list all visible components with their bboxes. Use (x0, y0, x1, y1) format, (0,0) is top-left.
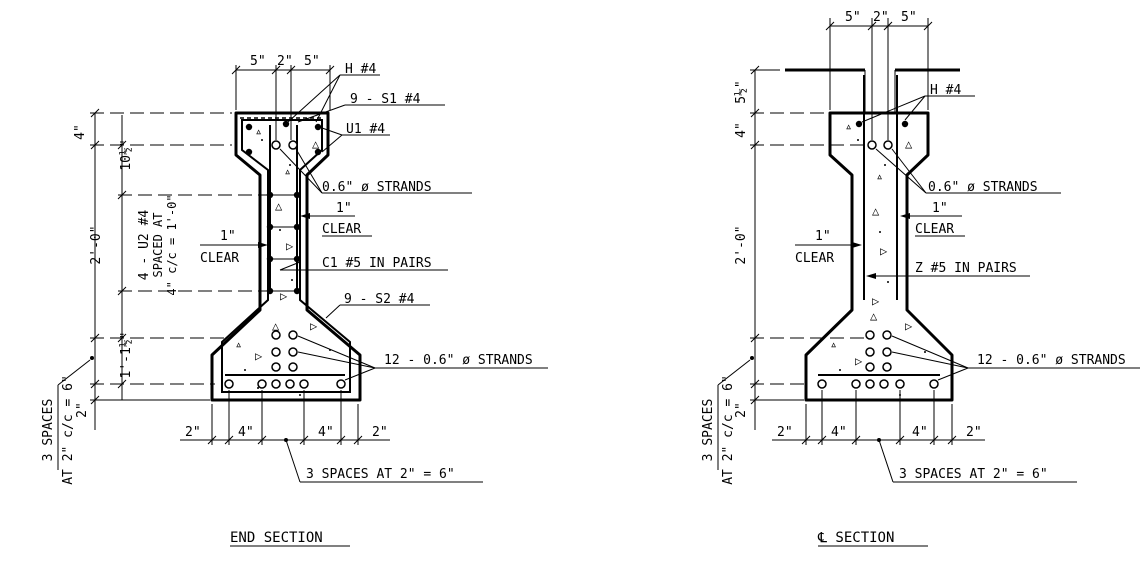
label-u2-2: SPACED AT (151, 212, 165, 277)
svg-text:▷: ▷ (310, 319, 318, 333)
end-section-drawing: ▵ △ ▵ △ ▷ ▷ ▷ ▷ ▵ △ (41, 54, 548, 547)
label-clear-right-1: 1" (932, 201, 948, 216)
label-z-bars: Z #5 IN PAIRS (915, 261, 1017, 276)
svg-text:▷: ▷ (286, 239, 294, 253)
svg-text:▷: ▷ (905, 319, 913, 333)
dim-bottom-3: 4" (318, 425, 334, 440)
dim-left-2ft: 2'-0" (89, 225, 104, 264)
svg-text:▵: ▵ (845, 119, 852, 133)
dim-left-2ft: 2'-0" (734, 225, 749, 264)
svg-text:▷: ▷ (855, 354, 863, 368)
dim-bottom-1: 2" (185, 425, 201, 440)
svg-text:▷: ▷ (280, 289, 288, 303)
svg-text:▵: ▵ (235, 337, 242, 351)
dim-bottom-4: 2" (966, 425, 982, 440)
dim-bottom-1: 2" (777, 425, 793, 440)
label-s1-bars: 9 - S1 #4 (350, 92, 421, 107)
concrete-hatch: ▵△ ▵△ ▷▷ ▷▵ △▷ (830, 119, 926, 396)
svg-text:▵: ▵ (830, 337, 837, 351)
strand-circles (817, 140, 939, 389)
dim-left-2in: 2" (75, 402, 90, 418)
bottom-dimension: 2" 4" 4" 2" 3 SPACES AT 2" = 6" (772, 390, 1077, 483)
side-label: 3 SPACES AT 2" c/c = 6" (701, 356, 754, 485)
dim-bottom-3: 4" (912, 425, 928, 440)
dim-bottom-4: 2" (372, 425, 388, 440)
label-spacing-bottom: 3 SPACES AT 2" = 6" (306, 467, 455, 482)
clear-left: 1" CLEAR (795, 229, 862, 266)
label-u2-3: 4" c/c = 1'-0" (165, 194, 179, 295)
svg-text:△: △ (312, 137, 320, 151)
dim-top-right: 5" (304, 54, 320, 69)
label-clear-left-2: CLEAR (795, 251, 834, 266)
beam-outline (804, 111, 954, 402)
rebar-dots (855, 120, 909, 128)
label-c1-bars: C1 #5 IN PAIRS (322, 256, 432, 271)
label-h-bar: H #4 (930, 83, 961, 98)
top-dimension: 5" 2" 5" (231, 54, 335, 140)
cl-section-drawing: ▵△ ▵△ ▷▷ ▷▵ △▷ (701, 10, 1140, 547)
label-clear-right-2: CLEAR (915, 222, 954, 237)
side-label-1: 3 SPACES (701, 399, 716, 462)
label-h-bar: H #4 (345, 62, 376, 77)
label-u1-bars: U1 #4 (346, 122, 385, 137)
label-clear-right-1: 1" (336, 201, 352, 216)
beam-outline (210, 111, 362, 402)
dim-top-left: 5" (250, 54, 266, 69)
svg-text:△: △ (870, 309, 878, 323)
svg-text:△: △ (275, 199, 283, 213)
svg-text:△: △ (905, 137, 913, 151)
label-strands-bottom: 12 - 0.6" ø STRANDS (977, 353, 1126, 368)
svg-text:▵: ▵ (255, 124, 262, 138)
side-label-2: AT 2" c/c = 6" (61, 375, 76, 485)
callouts-right: H #4 0.6" ø STRANDS 1" CLEAR Z #5 IN PAI… (861, 83, 1140, 381)
label-clear-left-1: 1" (220, 229, 236, 244)
svg-text:▵: ▵ (284, 164, 291, 178)
side-label: 3 SPACES AT 2" c/c = 6" (41, 356, 94, 485)
label-strands-top: 0.6" ø STRANDS (928, 180, 1038, 195)
dim-left-2in: 2" (734, 402, 749, 418)
svg-text:▵: ▵ (876, 169, 883, 183)
label-clear-left-2: CLEAR (200, 251, 239, 266)
label-u2-1: 4 - U2 #4 (137, 210, 152, 281)
svg-text:▷: ▷ (872, 294, 880, 308)
label-clear-left-1: 1" (815, 229, 831, 244)
dim-bottom-2: 4" (831, 425, 847, 440)
dim-bottom-2: 4" (238, 425, 254, 440)
dim-top-mid: 2" (873, 10, 889, 25)
clear-left: 1" CLEAR (200, 229, 268, 266)
rebar-dots (245, 120, 322, 295)
section-title: ℄ SECTION (817, 530, 894, 546)
dim-left-1ft1-5in: 1'-1½" (119, 332, 134, 379)
label-strands-bottom: 12 - 0.6" ø STRANDS (384, 353, 533, 368)
label-spacing-bottom: 3 SPACES AT 2" = 6" (899, 467, 1048, 482)
side-label-2: AT 2" c/c = 6" (721, 375, 736, 485)
stirrup-outline (221, 119, 351, 393)
svg-text:▷: ▷ (255, 349, 263, 363)
left-dimensions: 4" 10½" 2'-0" 1'-1½" 2" (73, 108, 268, 430)
svg-text:△: △ (272, 319, 280, 333)
dim-left-4in: 4" (73, 124, 88, 140)
bottom-dimension: 2" 4" 4" 2" 3 SPACES AT 2" = 6" (180, 390, 483, 483)
callouts-right: H #4 9 - S1 #4 U1 #4 0.6" ø STRANDS 1" C… (279, 62, 548, 381)
svg-text:△: △ (872, 204, 880, 218)
strand-circles (224, 140, 346, 389)
top-dimension: 5" 2" 5" (825, 10, 933, 140)
svg-text:▷: ▷ (880, 244, 888, 258)
dim-top-right: 5" (901, 10, 917, 25)
side-label-1: 3 SPACES (41, 399, 56, 462)
label-clear-right-2: CLEAR (322, 222, 361, 237)
dim-left-5-5in: 5½" (734, 80, 749, 103)
label-strands-top: 0.6" ø STRANDS (322, 180, 432, 195)
section-title: END SECTION (230, 530, 323, 546)
concrete-hatch: ▵ △ ▵ △ ▷ ▷ ▷ ▷ ▵ △ (235, 124, 331, 396)
left-dimensions: 5½" 4" 2'-0" 2" (734, 65, 866, 430)
dim-left-10-5in: 10½" (119, 139, 134, 170)
dim-top-left: 5" (845, 10, 861, 25)
dim-left-4in: 4" (734, 122, 749, 138)
dim-top-mid: 2" (277, 54, 293, 69)
u2-label: 4 - U2 #4 SPACED AT 4" c/c = 1'-0" (137, 194, 179, 295)
label-s2-bars: 9 - S2 #4 (344, 292, 415, 307)
